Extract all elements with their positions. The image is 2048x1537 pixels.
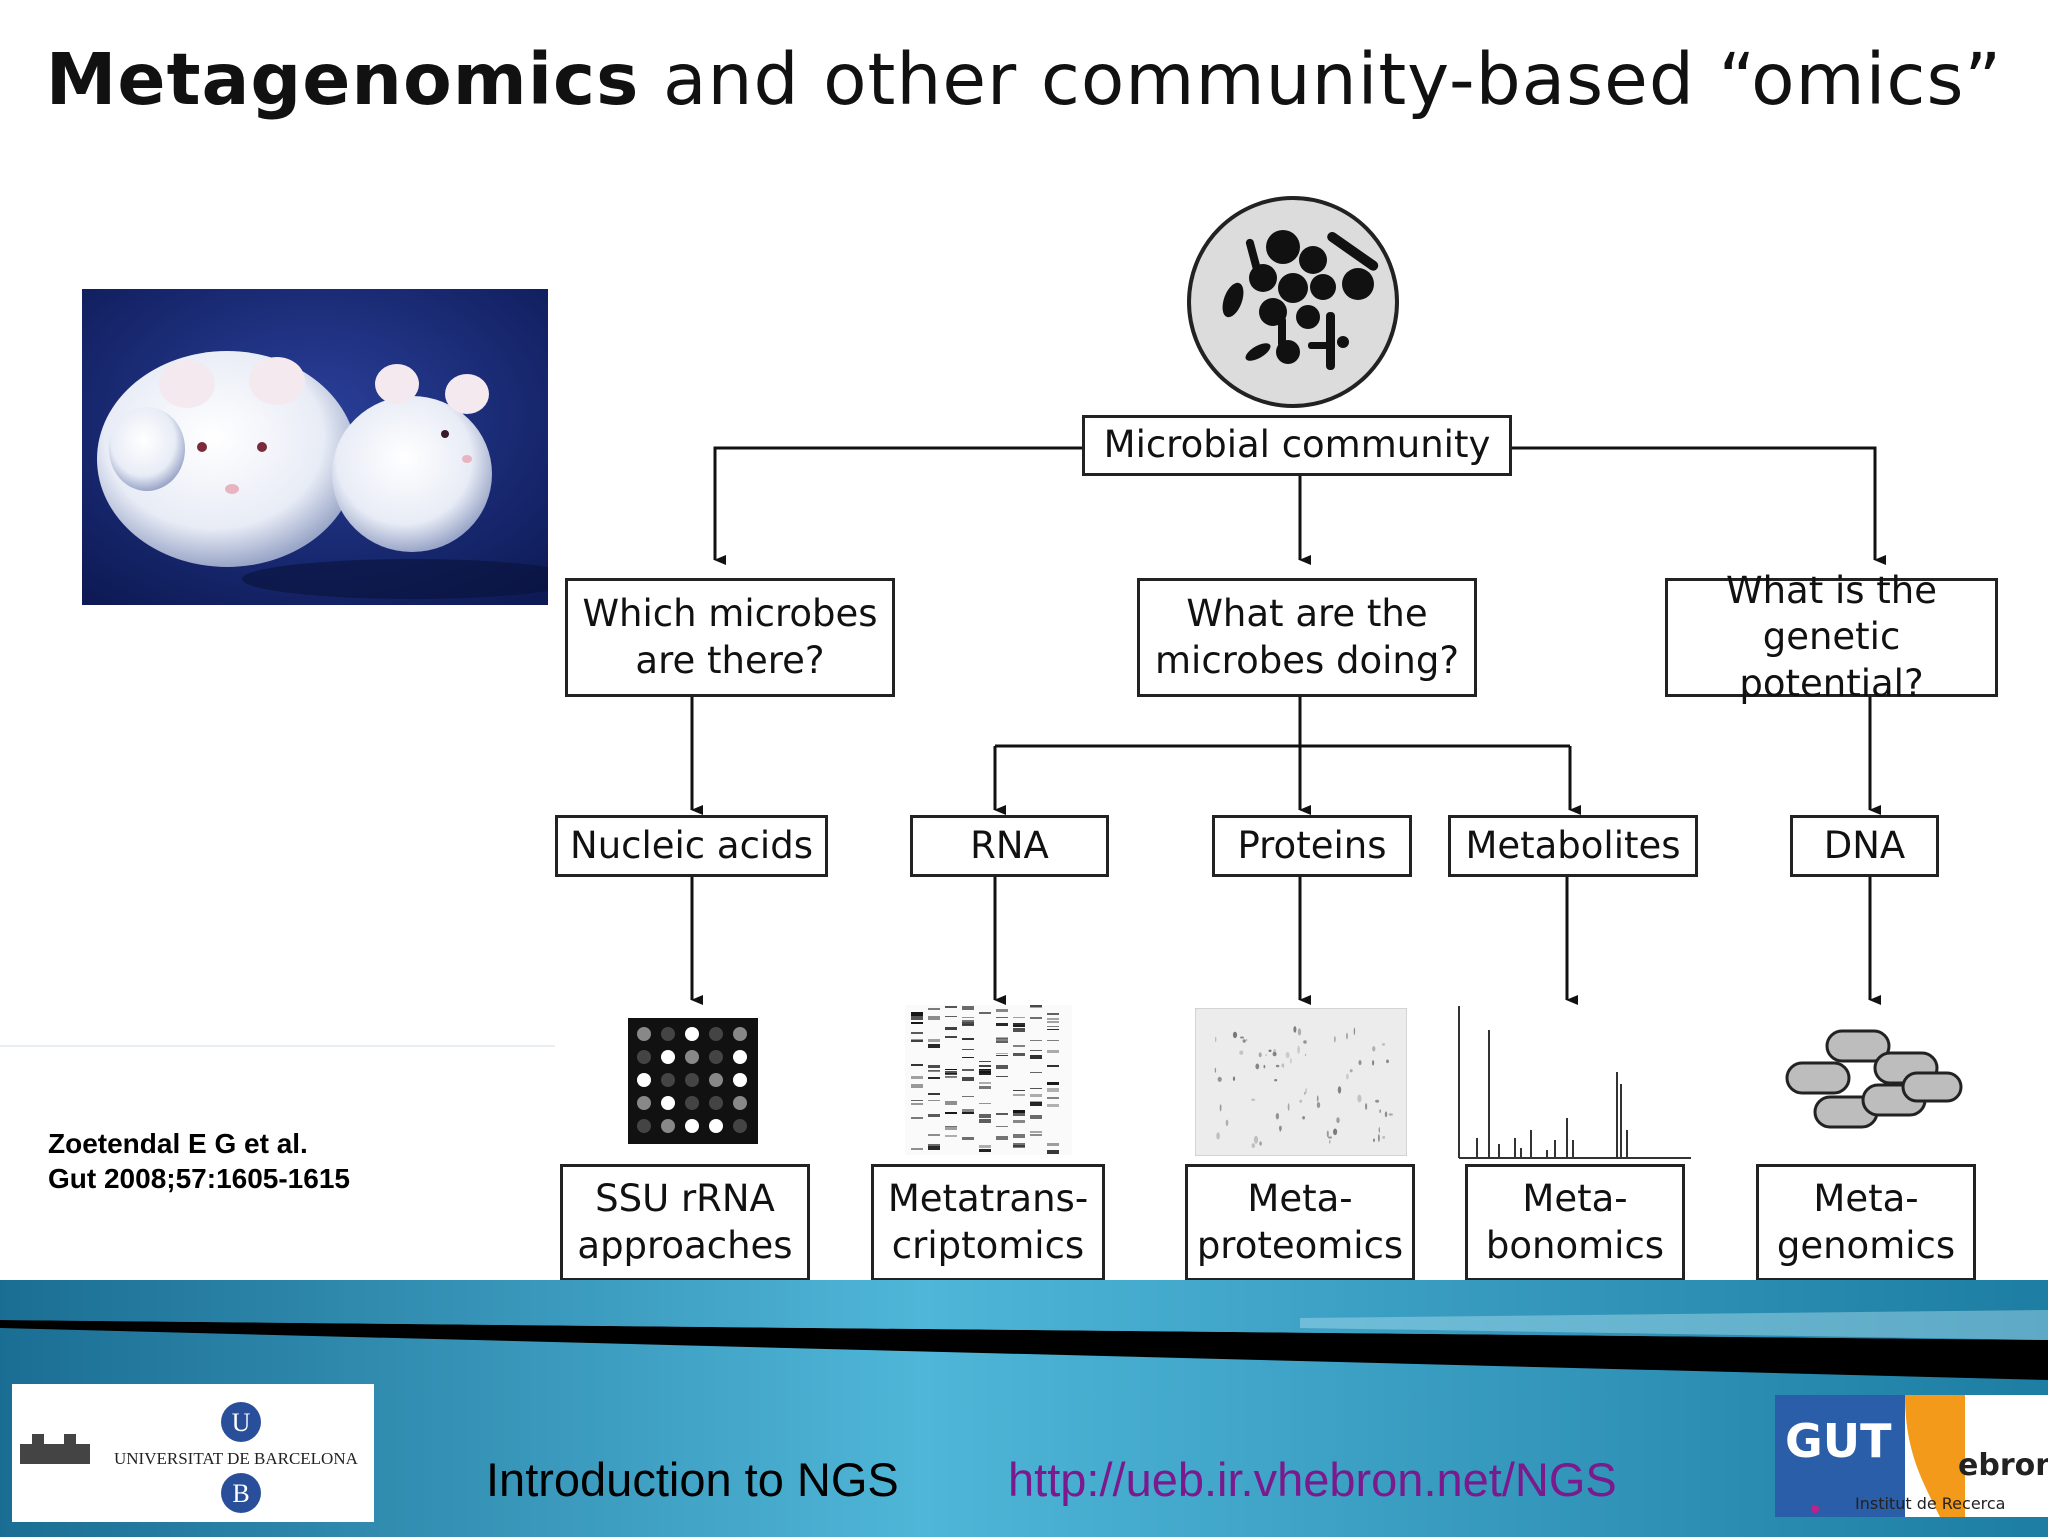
slide-title: Metagenomics and other community-based “… <box>0 38 2048 121</box>
box-proteins: Proteins <box>1212 815 1412 877</box>
box-what-doing: What are the microbes doing? <box>1137 578 1477 697</box>
gel-electrophoresis-image <box>905 1005 1072 1155</box>
gut-logo-text: GUT <box>1785 1414 1892 1468</box>
ub-letter-b: B <box>232 1479 249 1508</box>
2d-protein-gel-image <box>1195 1008 1407 1156</box>
obese-mice-photo <box>82 289 548 605</box>
box-metagenomics: Meta- genomics <box>1756 1164 1976 1281</box>
box-metabonomics: Meta- bonomics <box>1465 1164 1685 1281</box>
ub-name-text: UNIVERSITAT DE BARCELONA <box>114 1449 359 1468</box>
footer-band <box>0 1280 2048 1537</box>
dna-fragments-image <box>1785 1029 1963 1129</box>
box-which-microbes: Which microbes are there? <box>565 578 895 697</box>
box-microbial-community: Microbial community <box>1082 415 1512 476</box>
box-rna: RNA <box>910 815 1109 877</box>
microarray-image <box>628 1018 758 1144</box>
citation-journal: Gut 2008;57:1605-1615 <box>48 1163 350 1194</box>
box-ssu-rrna: SSU rRNA approaches <box>560 1164 810 1281</box>
box-dna: DNA <box>1790 815 1939 877</box>
box-metatranscriptomics: Metatrans- criptomics <box>871 1164 1105 1281</box>
petri-dish-icon <box>1187 196 1399 408</box>
footer-url-link[interactable]: http://ueb.ir.vhebron.net/NGS <box>1008 1453 1617 1506</box>
ub-letter-u: U <box>232 1408 251 1437</box>
vhir-logo-subtext: Institut de Recerca <box>1855 1494 2005 1513</box>
box-metaproteomics: Meta- proteomics <box>1185 1164 1415 1281</box>
box-metabolites: Metabolites <box>1448 815 1698 877</box>
gut-vhir-logo: GUT ebron Institut de Recerca <box>1775 1395 2048 1517</box>
citation-authors: Zoetendal E G et al. <box>48 1128 308 1159</box>
vhir-logo-text: ebron <box>1958 1448 2048 1483</box>
title-rest: and other community-based “omics” <box>639 38 2003 121</box>
universitat-barcelona-logo: UNIVERSITAT DE BARCELONA U B <box>12 1384 374 1522</box>
footer-course-title: Introduction to NGS <box>486 1453 899 1506</box>
nmr-spectrum-image <box>1458 1006 1691 1159</box>
box-nucleic-acids: Nucleic acids <box>555 815 828 877</box>
box-genetic-potential: What is the genetic potential? <box>1665 569 1998 705</box>
title-bold: Metagenomics <box>45 38 640 121</box>
citation: Zoetendal E G et al. Gut 2008;57:1605-16… <box>48 1126 350 1196</box>
